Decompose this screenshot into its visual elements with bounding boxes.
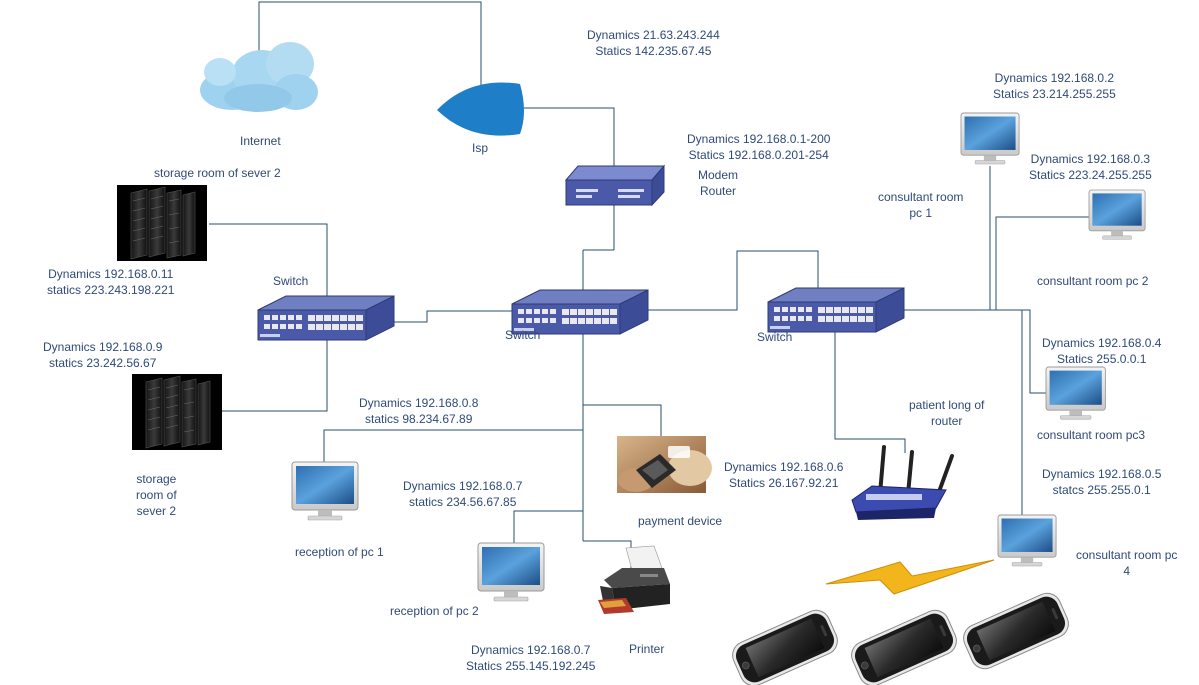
server2-static-ip: statics 23.242.56.67: [48, 356, 157, 370]
storage-room-line3: sever 2: [136, 504, 177, 518]
wire-internet-isp: [258, 1, 482, 90]
internet-label: Internet: [240, 134, 281, 148]
wire-server1-left-switch: [209, 223, 328, 303]
consultant-pc4-static-ip: statcs 255.255.0.1: [1052, 483, 1151, 497]
storage-room-bottom-label: storage room of sever 2: [136, 471, 177, 519]
consultant-pc2-monitor-icon: [1088, 189, 1146, 240]
server-rack-icon-2: [131, 373, 223, 451]
consultant-pc4-dynamic-ip: Dynamics 192.168.0.5: [1042, 467, 1162, 481]
reception-pc2-dynamic-ip: Dynamics 192.168.0.7: [403, 479, 523, 493]
reception-pc1-dynamic-ip: Dynamics 192.168.0.8: [359, 396, 479, 410]
printer-dynamic-ip: Dynamics 192.168.0.7: [471, 643, 591, 657]
reception-pc1-monitor-icon: [291, 461, 359, 521]
consultant-pc4-line2: 4: [1123, 564, 1131, 578]
printer-static-ip: Statics 255.145.192.245: [466, 659, 596, 673]
printer-label: Printer: [629, 642, 665, 656]
consultant-pc3-address: Dynamics 192.168.0.4 Statics 255.0.0.1: [1042, 335, 1161, 367]
consultant-pc1-line2: pc 1: [909, 206, 933, 220]
consultant-pc4-line1: consultant room pc: [1076, 548, 1178, 562]
consultant-pc1-dynamic-ip: Dynamics 192.168.0.2: [994, 71, 1115, 85]
consultant-pc3-label: consultant room pc3: [1037, 428, 1146, 442]
switch-right-label: Switch: [757, 330, 793, 344]
isp-static-ip: Statics 142.235.67.45: [595, 44, 712, 58]
wire-wireless-router: [834, 332, 906, 453]
modem-router-icon: [564, 164, 666, 207]
wire-payment: [583, 404, 662, 436]
wire-reception-pc2: [513, 510, 583, 543]
isp-label: Isp: [472, 141, 489, 155]
reception-pc1-static-ip: statics 98.234.67.89: [364, 412, 473, 426]
reception-pc1-label: reception of pc 1: [295, 545, 384, 559]
printer-icon: [598, 545, 670, 614]
router-static-range: Statics 192.168.0.201-254: [688, 148, 829, 162]
payment-terminal-icon: [617, 436, 712, 493]
printer-address: Dynamics 192.168.0.7 Statics 255.145.192…: [466, 642, 595, 674]
reception-pc2-monitor-icon: [477, 542, 545, 602]
patient-router-label: patient long of router: [909, 397, 984, 429]
payment-device-label: payment device: [638, 514, 723, 528]
smartphone-icon-2: [846, 605, 962, 685]
wire-reception-pc1: [323, 429, 583, 462]
wireless-router-address: Dynamics 192.168.0.6 Statics 26.167.92.2…: [724, 459, 843, 491]
smartphone-icon-1: [727, 605, 843, 685]
server2-dynamic-ip: Dynamics 192.168.0.9: [43, 340, 163, 354]
isp-address: Dynamics 21.63.243.244 Statics 142.235.6…: [587, 27, 720, 59]
server1-dynamic-ip: Dynamics 192.168.0.11: [48, 267, 174, 281]
consultant-pc3-monitor-icon: [1045, 366, 1106, 420]
wireless-router-dynamic-ip: Dynamics 192.168.0.6: [724, 460, 844, 474]
consultant-pc2-address: Dynamics 192.168.0.3 Statics 223.24.255.…: [1029, 151, 1152, 183]
patient-router-line2: router: [931, 414, 963, 428]
cloud-icon: [200, 42, 318, 112]
consultant-pc1-static-ip: Statics 23.214.255.255: [993, 87, 1116, 101]
consultant-pc1-label: consultant room pc 1: [878, 189, 963, 221]
consultant-pc2-static-ip: Statics 223.24.255.255: [1029, 168, 1152, 182]
storage-room-line2: room of: [136, 488, 177, 502]
server1-address: Dynamics 192.168.0.11 statics 223.243.19…: [47, 266, 174, 298]
left-switch-icon: [257, 295, 395, 341]
consultant-pc1-monitor-icon: [960, 112, 1020, 165]
wire-center-right-switch: [648, 250, 819, 311]
server1-static-ip: statics 223.243.198.221: [47, 283, 175, 297]
wire-server2-left-switch: [222, 340, 328, 412]
consultant-pc4-address: Dynamics 192.168.0.5 statcs 255.255.0.1: [1042, 466, 1161, 498]
reception-pc2-label: reception of pc 2: [390, 604, 479, 618]
switch-center-label: Switch: [505, 328, 541, 342]
router-label: Router: [699, 184, 737, 198]
modem-router-label: Modem Router: [698, 167, 738, 199]
wireless-router-static-ip: Statics 26.167.92.21: [728, 476, 839, 490]
server2-address: Dynamics 192.168.0.9 statics 23.242.56.6…: [43, 339, 162, 371]
wireless-router-icon: [851, 445, 954, 520]
reception-pc2-static-ip: statics 234.56.67.85: [408, 495, 517, 509]
consultant-pc4-monitor-icon: [997, 514, 1057, 567]
storage-room-top-label: storage room of sever 2: [154, 166, 281, 180]
wire-consultant-pc2: [995, 216, 1090, 310]
right-switch-icon: [767, 287, 905, 333]
consultant-pc1-address: Dynamics 192.168.0.2 Statics 23.214.255.…: [993, 70, 1116, 102]
smartphone-icon-3: [958, 588, 1074, 674]
consultant-pc2-dynamic-ip: Dynamics 192.168.0.3: [1030, 152, 1151, 166]
isp-icon: [437, 82, 524, 136]
router-address: Dynamics 192.168.0.1-200 Statics 192.168…: [687, 131, 830, 163]
wire-isp-router: [520, 107, 615, 166]
lightning-icon: [825, 559, 995, 595]
router-dynamic-range: Dynamics 192.168.0.1-200: [687, 132, 831, 146]
consultant-pc2-label: consultant room pc 2: [1037, 274, 1149, 288]
wire-left-center-switch: [394, 310, 515, 323]
consultant-pc3-dynamic-ip: Dynamics 192.168.0.4: [1042, 336, 1162, 350]
consultant-pc1-line1: consultant room: [878, 190, 964, 204]
wire-consultant-pc3: [1006, 309, 1046, 394]
consultant-pc4-label: consultant room pc 4: [1076, 547, 1177, 579]
server-rack-icon-1: [116, 184, 208, 262]
switch-left-label: Switch: [273, 274, 309, 288]
modem-label: Modem: [698, 168, 739, 182]
isp-dynamic-ip: Dynamics 21.63.243.244: [587, 28, 720, 42]
consultant-pc3-static-ip: Statics 255.0.0.1: [1057, 352, 1147, 366]
patient-router-line1: patient long of: [909, 398, 985, 412]
reception-pc2-address: Dynamics 192.168.0.7 statics 234.56.67.8…: [403, 478, 522, 510]
reception-pc1-address: Dynamics 192.168.0.8 statics 98.234.67.8…: [359, 395, 478, 427]
storage-room-line1: storage: [136, 472, 177, 486]
